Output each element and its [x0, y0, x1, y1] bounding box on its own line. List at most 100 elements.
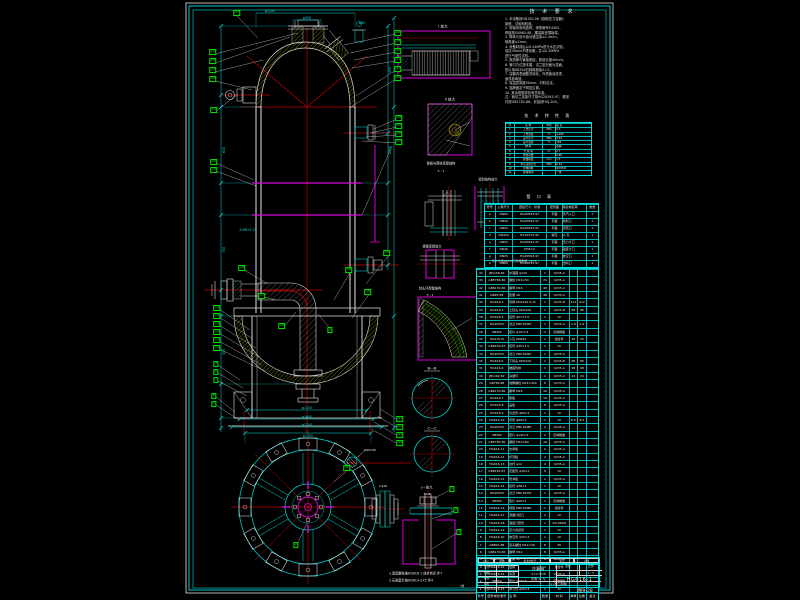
skirt-support: [228, 316, 388, 427]
dimension-label: φ1700: [302, 434, 314, 438]
technical-notes: 技 术 要 求 1. 本设备按GB150-98《钢制压力容器》 制造、试验和验收…: [505, 8, 600, 104]
note-line: 制造、试验和验收。: [505, 21, 535, 26]
part-balloon: 15: [213, 305, 221, 311]
note-line: 3. 筒体与封头组对错边量≤1.5mm，: [505, 35, 560, 40]
part-balloon: 42: [396, 424, 404, 430]
part-balloon: 41: [396, 416, 404, 422]
dimension-label: φ450: [302, 16, 312, 20]
part-balloon: 18: [238, 265, 246, 271]
revision-strip: 标记 处数 更改文件号 签字 日期: [477, 557, 600, 564]
equipment-name: 冷凝器: [531, 566, 545, 571]
detail-caption: 接管连接放大: [422, 244, 442, 249]
figure-caption: 图9-28: [578, 589, 593, 594]
detail-caption: B—B: [427, 365, 437, 371]
revision-cell: 更改文件号: [510, 558, 550, 563]
note-line: 10. 其余按图样及有关标准。: [505, 90, 548, 95]
right-mid-nozzle: [354, 256, 383, 274]
dimension-label: φ1700: [301, 423, 313, 427]
nozzle-table-row: 符号公称尺寸 连接尺寸、标准密封面 用途或名称数量: [485, 204, 598, 211]
part-balloon: 23: [209, 67, 217, 73]
center-ticks: [282, 481, 334, 533]
leader-lines: [214, 15, 399, 445]
part-balloon: 30: [394, 48, 402, 54]
section-cc: [410, 430, 454, 476]
part-balloon: 44: [396, 440, 404, 446]
note-line: 1. 本设备按GB150-98《钢制压力容器》: [505, 17, 566, 21]
dimension-label: 550: [222, 348, 226, 356]
tube-lines: [252, 145, 380, 243]
part-balloon: 36: [395, 131, 403, 137]
part-balloon: 39: [364, 289, 372, 295]
left-mid-nozzle: [211, 278, 258, 302]
note-line: 保压30min不得渗漏；并以0.30MPa: [505, 49, 560, 54]
signature-grid: 设计 制图 校对 审核 批准: [478, 565, 518, 593]
plan-fastener-detail: [346, 449, 367, 469]
part-balloon: 16: [278, 323, 286, 329]
title-block: 设计 制图 校对 审核 批准 冷凝器 V=2.7m³ 比例 1︰5 质量 比例: [477, 564, 602, 593]
revision-cell: 签字: [550, 558, 574, 563]
note-line: 注：管法兰连接尺寸按HG20593-97，紧固: [505, 95, 569, 100]
part-balloon: 13: [213, 321, 221, 327]
detail-caption: 2.石棉垫片按HG613-2×5 件4: [389, 578, 434, 583]
part-balloon: 29: [394, 39, 402, 45]
detail-caption: 5︰1: [437, 169, 445, 173]
part-balloon: 1: [327, 327, 333, 333]
part-balloon: 28: [394, 30, 402, 36]
angled-nozzle: [322, 29, 349, 61]
part-balloon: 37: [395, 139, 403, 145]
part-balloon: 35: [395, 123, 403, 129]
part-balloon: 3: [456, 529, 462, 535]
detail-caption: M16×90: [364, 448, 376, 452]
detail-caption: Ⅰ 放大: [438, 24, 448, 29]
part-balloon: 20: [210, 159, 218, 165]
main-vessel-view: [204, 12, 410, 464]
detail-tubesheet: [396, 30, 491, 79]
note-line: 7. 容器内表面酸洗钝化，外表面涂底漆、: [505, 72, 566, 77]
detail-caption: 1.紧固螺柱按HG616-1 成对供货 件7: [389, 571, 443, 576]
detail-caption: 密封结构放大: [478, 177, 498, 182]
number-cell: 质量 比例 1︰5 HG616-1: [556, 565, 602, 587]
part-balloon: 8: [213, 369, 219, 375]
base-ring-plan-view: [231, 430, 406, 584]
signature-row: 设计: [478, 565, 518, 571]
spec-table-row: 序名 称 单位指 标: [506, 123, 591, 128]
equipment-scale: 比例 1︰5: [531, 577, 545, 581]
sheet-frame: [185, 2, 614, 594]
note-line: 6. 管口方位按本图，法兰密封面为突面，: [505, 62, 566, 67]
note-line: 4. 设备制成后以0.44MPa进行水压试验，: [505, 44, 567, 49]
note-line: 棱角度≤2mm。: [505, 39, 530, 44]
top-head: [255, 41, 356, 108]
part-balloon: 22: [209, 76, 217, 82]
part-balloon: 34: [395, 115, 403, 121]
part-balloon: 5: [211, 401, 217, 407]
part-balloon: 14: [213, 313, 221, 319]
dimension-label: 450: [388, 66, 392, 74]
note-line: 9. 铭牌固定于明显位置。: [505, 85, 543, 90]
